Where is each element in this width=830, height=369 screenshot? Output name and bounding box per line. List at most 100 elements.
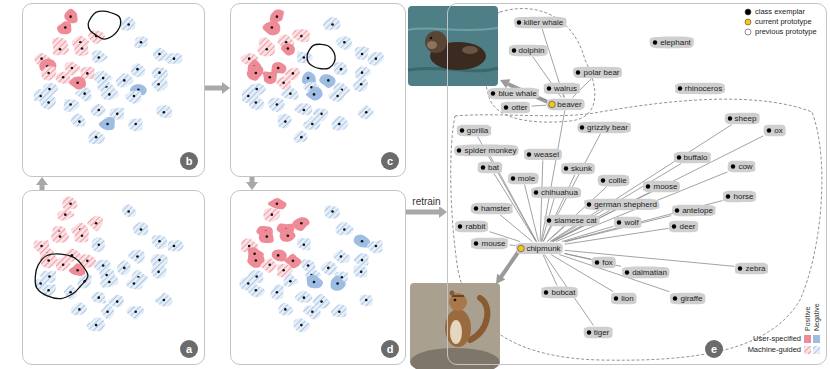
class-label: collie <box>608 176 626 185</box>
class-region <box>544 214 600 226</box>
class-region <box>292 217 309 231</box>
exemplar-dot <box>39 95 42 98</box>
class-region <box>131 63 145 77</box>
exemplar-dot <box>292 260 295 263</box>
similarity-line <box>532 105 547 107</box>
class-region <box>152 68 168 79</box>
exemplar-dot <box>97 296 100 299</box>
exemplar-dot <box>276 15 279 18</box>
exemplar-dot <box>133 282 136 285</box>
class-region <box>247 65 264 81</box>
otter-photo <box>408 6 498 86</box>
exemplar-dot <box>95 222 98 225</box>
class-region <box>577 121 631 132</box>
exemplar-dot <box>673 296 677 300</box>
class-cluster: walrus <box>543 82 581 95</box>
class-cluster: fox <box>591 256 617 269</box>
legend-swatch <box>745 19 751 25</box>
flow-arrow <box>406 210 440 215</box>
class-label: rhinoceros <box>685 84 722 93</box>
similarity-line <box>547 227 564 242</box>
similarity-line <box>563 95 565 98</box>
exemplar-dot <box>284 308 287 311</box>
class-label: walrus <box>554 84 577 93</box>
class-region <box>280 228 296 242</box>
similarity-line <box>540 161 543 242</box>
view-panel: ekiller whaledolphinelephantpolar bearwa… <box>447 3 827 365</box>
class-region <box>454 144 519 156</box>
class-region <box>151 79 168 92</box>
exemplar-dot <box>517 20 521 24</box>
class-region <box>561 162 595 173</box>
view-panel: a <box>22 190 205 365</box>
legend-text: previous prototype <box>755 27 817 36</box>
exemplar-dot <box>48 275 51 278</box>
embedding-view <box>231 4 405 176</box>
exemplar-dot <box>116 300 119 303</box>
exemplar-dot <box>105 274 108 277</box>
class-region <box>323 17 340 30</box>
exemplar-dot <box>284 120 287 123</box>
class-label: wolf <box>624 218 638 227</box>
class-label: buffalo <box>684 153 708 162</box>
class-label: sheep <box>735 114 757 123</box>
exemplar-dot <box>320 300 323 303</box>
exemplar-dot <box>300 222 303 225</box>
class-region <box>333 249 350 263</box>
class-region <box>260 258 276 273</box>
class-region <box>281 87 299 100</box>
class-cluster: sheep <box>724 112 761 125</box>
exemplar-dot <box>336 282 339 285</box>
class-region <box>336 222 354 236</box>
class-region <box>278 114 292 129</box>
exemplar-dot <box>361 240 364 243</box>
class-region <box>332 116 349 130</box>
connector-group <box>532 105 547 107</box>
class-region <box>611 292 637 304</box>
positive-sample <box>804 346 811 354</box>
exemplar-dot <box>247 282 250 285</box>
class-region <box>249 95 264 110</box>
legend-text: current prototype <box>755 17 812 26</box>
exemplar-dot <box>336 95 339 98</box>
connector-group <box>565 250 735 266</box>
connector-group <box>406 206 447 218</box>
class-label: lion <box>621 294 633 303</box>
exemplar-dot <box>47 289 50 292</box>
class-region <box>334 62 348 75</box>
connector-group <box>552 211 610 242</box>
class-region <box>368 52 384 66</box>
class-cluster: ox <box>763 124 786 137</box>
lasso-selection <box>307 44 335 69</box>
exemplar-dot <box>127 210 130 213</box>
class-cluster: mouse <box>470 237 509 250</box>
class-region <box>92 50 108 63</box>
class-cluster: wolf <box>613 216 642 229</box>
exemplar-dot <box>276 291 279 294</box>
class-region <box>91 104 106 117</box>
positive-sample <box>804 335 811 343</box>
legend-swatch <box>745 9 751 15</box>
exemplar-dot <box>59 48 62 51</box>
legend-text: Machine-guided <box>748 345 801 354</box>
class-cluster: deer <box>668 220 699 233</box>
class-cluster: mole <box>507 172 539 185</box>
connector-group <box>565 228 669 244</box>
cluster-outline <box>451 99 822 360</box>
class-region <box>116 73 134 88</box>
class-cluster: killer whale <box>513 16 568 29</box>
exemplar-dot <box>76 269 79 272</box>
class-region <box>670 292 705 304</box>
class-label: killer whale <box>524 18 564 27</box>
connector-group <box>550 125 732 242</box>
exemplar-dot <box>580 125 584 129</box>
exemplar-dot <box>601 178 605 182</box>
class-cluster: german shepherd <box>583 198 661 211</box>
exemplar-dot <box>289 280 292 283</box>
exemplar-dot <box>341 276 344 279</box>
class-region <box>117 260 131 275</box>
class-cluster: antelope <box>671 204 717 217</box>
class-region <box>263 72 277 85</box>
exemplar-dot <box>59 235 62 238</box>
